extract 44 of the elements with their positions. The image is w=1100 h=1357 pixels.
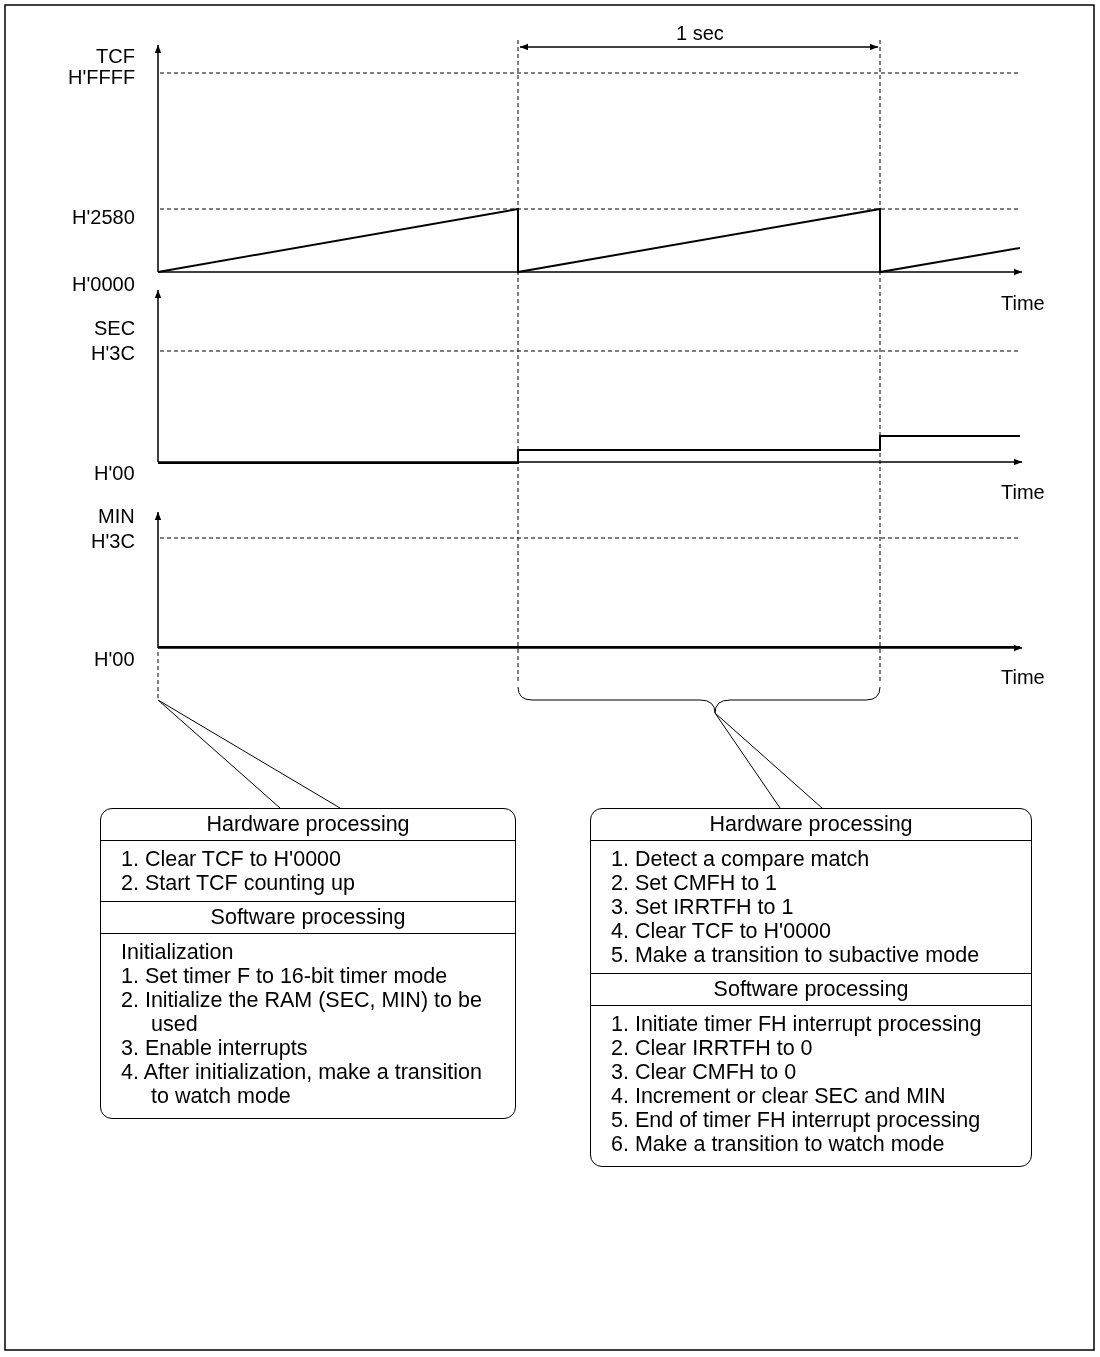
list-item: 1. Detect a compare match [610, 847, 871, 871]
list-item: 1. Clear TCF to H'0000 [120, 847, 342, 871]
brace [517, 686, 881, 714]
list-item: 1. Initiate timer FH interrupt processing [610, 1012, 983, 1036]
axis-label: H'00 [94, 648, 135, 670]
list-item: 1. Set timer F to 16-bit timer mode [120, 964, 449, 988]
axis-label: H'00 [94, 462, 135, 484]
list-item: 4. Increment or clear SEC and MIN [610, 1084, 947, 1108]
list-item: 4. After initialization, make a transition to watch mode [120, 1060, 483, 1108]
section-heading: Hardware processing [591, 809, 1031, 841]
list-item: 2. Set CMFH to 1 [610, 871, 779, 895]
section-heading: Software processing [591, 973, 1031, 1006]
axis-label: Time [1001, 292, 1045, 314]
process-box [100, 808, 516, 1119]
leader-line [714, 712, 781, 809]
list-item: 5. Make a transition to subactive mode [610, 943, 981, 967]
list-item: 3. Clear CMFH to 0 [610, 1060, 798, 1084]
axis-label: H'3C [91, 530, 135, 552]
axis-label: 1 sec [676, 22, 724, 44]
axis-label: Time [1001, 481, 1045, 503]
axis-label: MIN [98, 505, 135, 527]
list-item: 2. Clear IRRTFH to 0 [610, 1036, 814, 1060]
axis-label: H'2580 [72, 206, 135, 228]
leader-line [714, 712, 823, 809]
list-item: 3. Enable interrupts [120, 1036, 309, 1060]
section-heading: Software processing [101, 901, 515, 934]
axis-label: H'FFFF [68, 66, 136, 88]
section-heading: Hardware processing [101, 809, 515, 841]
list-item: 5. End of timer FH interrupt processing [610, 1108, 982, 1132]
leader-line [157, 699, 281, 809]
process-box [590, 808, 1032, 1167]
axis-label: H'3C [91, 342, 135, 364]
list-item: 6. Make a transition to watch mode [610, 1132, 946, 1156]
axis-label: SEC [94, 317, 136, 339]
leader-line [157, 699, 341, 809]
list-item: 2. Initialize the RAM (SEC, MIN) to be used [120, 988, 483, 1036]
list-item: 2. Start TCF counting up [120, 871, 356, 895]
axis-label: H'0000 [72, 273, 135, 295]
list-item: 3. Set IRRTFH to 1 [610, 895, 795, 919]
list-heading: Initialization [120, 940, 235, 964]
axis-label: Time [1001, 666, 1045, 688]
axis-label: TCF [96, 45, 135, 67]
marker-line [157, 651, 159, 701]
list-item: 4. Clear TCF to H'0000 [610, 919, 832, 943]
